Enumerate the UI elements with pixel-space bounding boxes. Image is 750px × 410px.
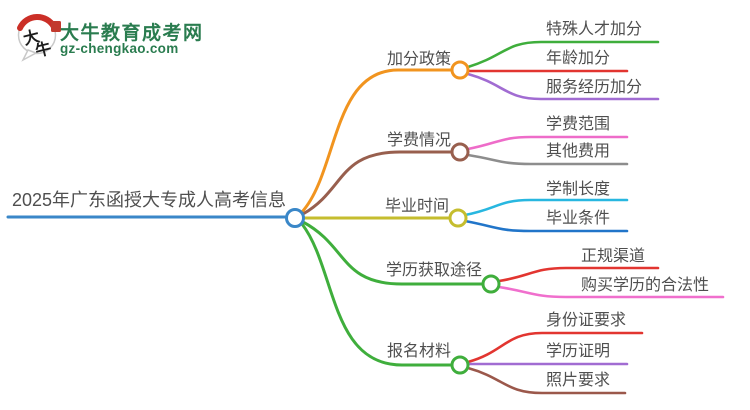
branch-label-bonus-policy[interactable]: 加分政策 xyxy=(386,51,451,68)
node-circle-tuition[interactable] xyxy=(450,142,470,162)
root-node-label[interactable]: 2025年广东函授大专成人高考信息 xyxy=(11,190,286,210)
child-label-tuition-range[interactable]: 学费范围 xyxy=(546,116,611,133)
child-label-special-talent-bonus[interactable]: 特殊人才加分 xyxy=(546,21,643,38)
child-label-age-bonus[interactable]: 年龄加分 xyxy=(546,50,611,67)
edge-photo-requirement xyxy=(466,366,627,395)
edge-graduation-conditions xyxy=(463,219,629,233)
edge-purchased-degree-legality xyxy=(497,285,725,299)
logo-domain-text: gz-chengkao.com xyxy=(60,41,179,56)
logo-bubble-icon: 大 牛 xyxy=(12,8,70,66)
edge-tuition-range xyxy=(466,135,629,151)
edge-root-tuition xyxy=(301,150,454,216)
child-label-other-fees[interactable]: 其他费用 xyxy=(546,143,611,160)
child-label-purchased-degree-legality[interactable]: 购买学历的合法性 xyxy=(581,277,710,294)
branch-label-graduation-time[interactable]: 毕业时间 xyxy=(384,198,449,215)
child-label-formal-channels[interactable]: 正规渠道 xyxy=(581,248,646,265)
edge-special-talent-bonus xyxy=(466,40,660,69)
node-circle-degree-channels[interactable] xyxy=(481,274,501,294)
logo-brand-text: 大牛教育成考网 xyxy=(60,23,204,44)
child-label-graduation-conditions[interactable]: 毕业条件 xyxy=(546,210,611,227)
site-logo[interactable]: 大 牛 大牛教育成考网 gz-chengkao.com xyxy=(12,8,242,64)
branch-label-application-materials[interactable]: 报名材料 xyxy=(386,343,451,360)
node-circle-bonus-policy[interactable] xyxy=(450,60,470,80)
logo-bubble-tail xyxy=(21,49,38,62)
node-circle-root[interactable] xyxy=(285,208,305,228)
logo-red-seal xyxy=(51,21,61,32)
edge-schooling-length xyxy=(463,198,629,217)
branch-label-tuition[interactable]: 学费情况 xyxy=(386,132,451,149)
node-circle-application-materials[interactable] xyxy=(450,355,470,375)
branch-label-degree-channels[interactable]: 学历获取途径 xyxy=(385,262,482,279)
child-label-photo-requirement[interactable]: 照片要求 xyxy=(546,372,611,389)
edge-root-application-materials xyxy=(300,222,454,367)
edge-formal-channels xyxy=(497,266,660,283)
edge-id-card-requirement xyxy=(466,331,644,364)
child-label-schooling-length[interactable]: 学制长度 xyxy=(546,181,611,198)
child-label-service-experience-bonus[interactable]: 服务经历加分 xyxy=(546,79,643,96)
child-label-education-certificate[interactable]: 学历证明 xyxy=(546,343,611,360)
child-label-id-card-requirement[interactable]: 身份证要求 xyxy=(546,312,627,329)
edge-other-fees xyxy=(466,153,629,166)
edge-root-degree-channels xyxy=(301,220,485,286)
node-circle-graduation-time[interactable] xyxy=(448,208,468,228)
edge-root-bonus-policy xyxy=(300,68,454,214)
edge-service-experience-bonus xyxy=(466,72,660,101)
